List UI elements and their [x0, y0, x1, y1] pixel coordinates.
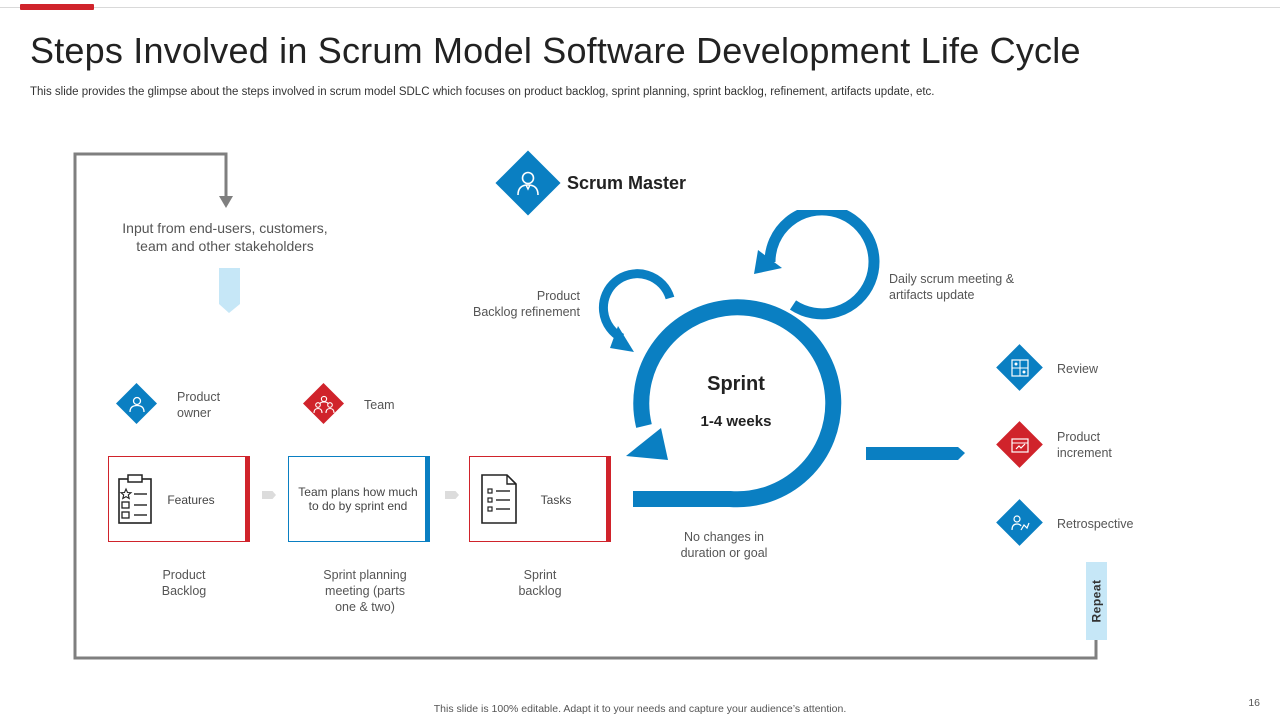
sprint-cycle-arc — [633, 299, 842, 508]
no-changes-line-2: duration or goal — [680, 546, 768, 560]
sprint-title: Sprint — [707, 373, 765, 395]
sprint-planning-line-1: Sprint planning — [323, 568, 407, 582]
refinement-loop-arrowhead — [610, 326, 634, 352]
footer-note: This slide is 100% editable. Adapt it to… — [433, 703, 847, 715]
task-list-icon — [481, 474, 517, 524]
retrospective-label: Retrospective — [1057, 517, 1134, 531]
flow-chevron-2 — [445, 491, 459, 499]
slide-subtitle: This slide provides the glimpse about th… — [30, 86, 935, 98]
features-card: Features — [108, 456, 250, 542]
sprint-output-arrow — [866, 447, 965, 460]
sprint-cycle-graphic — [598, 210, 880, 508]
refinement-loop — [598, 269, 675, 343]
product-owner-line-2: owner — [177, 406, 212, 420]
sprint-duration: 1-4 weeks — [700, 413, 772, 430]
planning-card: Team plans how much to do by sprint end — [288, 456, 430, 542]
product-increment-line-2: increment — [1057, 446, 1112, 460]
daily-scrum-line-1: Daily scrum meeting & — [889, 272, 1015, 286]
features-card-label: Features — [167, 493, 215, 507]
sprint-planning-line-3: one & two) — [335, 600, 395, 614]
sprint-cycle-arrowhead — [626, 428, 668, 460]
clipboard-icon — [118, 474, 152, 524]
feedback-loop-arrowhead — [219, 196, 233, 208]
sprint-planning-caption: Sprint planning meeting (parts one & two… — [300, 567, 430, 615]
daily-scrum-label: Daily scrum meeting & artifacts update — [889, 271, 1059, 303]
repeat-label: Repeat — [1089, 579, 1104, 623]
person-icon — [122, 389, 151, 418]
flow-chevron-1 — [262, 491, 276, 499]
product-increment-line-1: Product — [1057, 430, 1101, 444]
planning-card-line-1: Team plans how much — [298, 485, 418, 499]
daily-loop — [764, 210, 880, 320]
product-owner-line-1: Product — [177, 390, 221, 404]
input-line-2: team and other stakeholders — [136, 238, 314, 254]
refinement-label: Product Backlog refinement — [430, 288, 580, 320]
page-number: 16 — [1248, 697, 1260, 709]
input-down-arrow — [219, 268, 240, 313]
review-label: Review — [1057, 362, 1098, 376]
product-backlog-line-2: Backlog — [161, 584, 207, 598]
no-changes-label: No changes in duration or goal — [654, 529, 794, 561]
retrospective-icon — [1003, 506, 1036, 539]
top-divider — [0, 7, 1280, 8]
planning-card-line-2: to do by sprint end — [308, 499, 408, 513]
title-accent-bar — [20, 4, 94, 10]
refinement-line-2: Backlog refinement — [472, 305, 580, 319]
refinement-line-1: Product — [536, 289, 580, 303]
review-icon — [1003, 351, 1036, 384]
input-text: Input from end-users, customers, team an… — [95, 219, 355, 255]
tasks-card-label: Tasks — [540, 493, 572, 507]
product-increment-label: Product increment — [1057, 429, 1112, 461]
sprint-backlog-caption: Sprint backlog — [480, 567, 600, 599]
input-line-1: Input from end-users, customers, — [122, 220, 328, 236]
repeat-tag-text-wrap: Repeat — [1086, 562, 1107, 640]
product-increment-icon — [1003, 428, 1036, 461]
product-owner-label: Product owner — [177, 389, 220, 421]
repeat-tag — [1086, 562, 1107, 640]
team-icon — [309, 389, 338, 418]
product-backlog-line-1: Product — [162, 568, 206, 582]
feedback-loop-line — [73, 152, 1098, 660]
scrum-master-label: Scrum Master — [567, 173, 687, 193]
no-changes-line-1: No changes in — [684, 530, 764, 544]
daily-loop-arrowhead — [754, 250, 782, 274]
scrum-master-icon — [505, 160, 551, 206]
tasks-card: Tasks — [469, 456, 611, 542]
sprint-backlog-line-1: Sprint — [523, 568, 557, 582]
daily-scrum-line-2: artifacts update — [889, 288, 975, 302]
sprint-planning-line-2: meeting (parts — [325, 584, 405, 598]
slide-title: Steps Involved in Scrum Model Software D… — [30, 30, 1081, 71]
sprint-backlog-line-2: backlog — [518, 584, 562, 598]
planning-card-text: Team plans how much to do by sprint end — [291, 485, 425, 513]
product-backlog-caption: Product Backlog — [124, 567, 244, 599]
team-label: Team — [364, 398, 395, 412]
